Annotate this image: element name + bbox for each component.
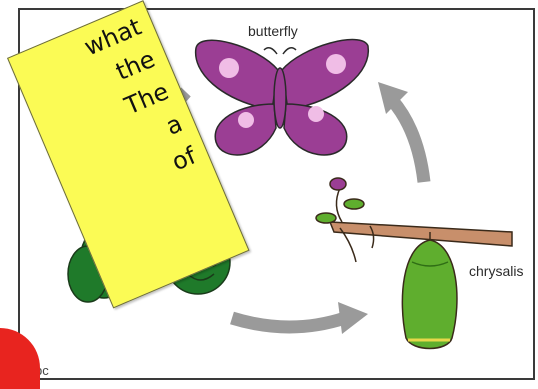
butterfly-spot — [326, 54, 346, 74]
butterfly-spot — [219, 58, 239, 78]
arrow-caterpillar-to-chrysalis — [232, 318, 345, 327]
butterfly-spot — [238, 112, 254, 128]
butterfly-wing-lower-left — [215, 104, 276, 155]
arrow-head-bottom — [338, 302, 368, 334]
butterfly-spot — [308, 106, 324, 122]
butterfly-illustration — [196, 40, 369, 155]
butterfly-wing-upper-right — [282, 40, 368, 110]
butterfly-wing-upper-left — [196, 40, 278, 110]
arrow-chrysalis-to-butterfly — [392, 100, 424, 182]
butterfly-body — [274, 68, 286, 128]
chrysalis — [402, 240, 457, 349]
label-chrysalis: chrysalis — [469, 264, 523, 278]
branch — [330, 222, 512, 246]
label-butterfly: butterfly — [248, 24, 298, 38]
